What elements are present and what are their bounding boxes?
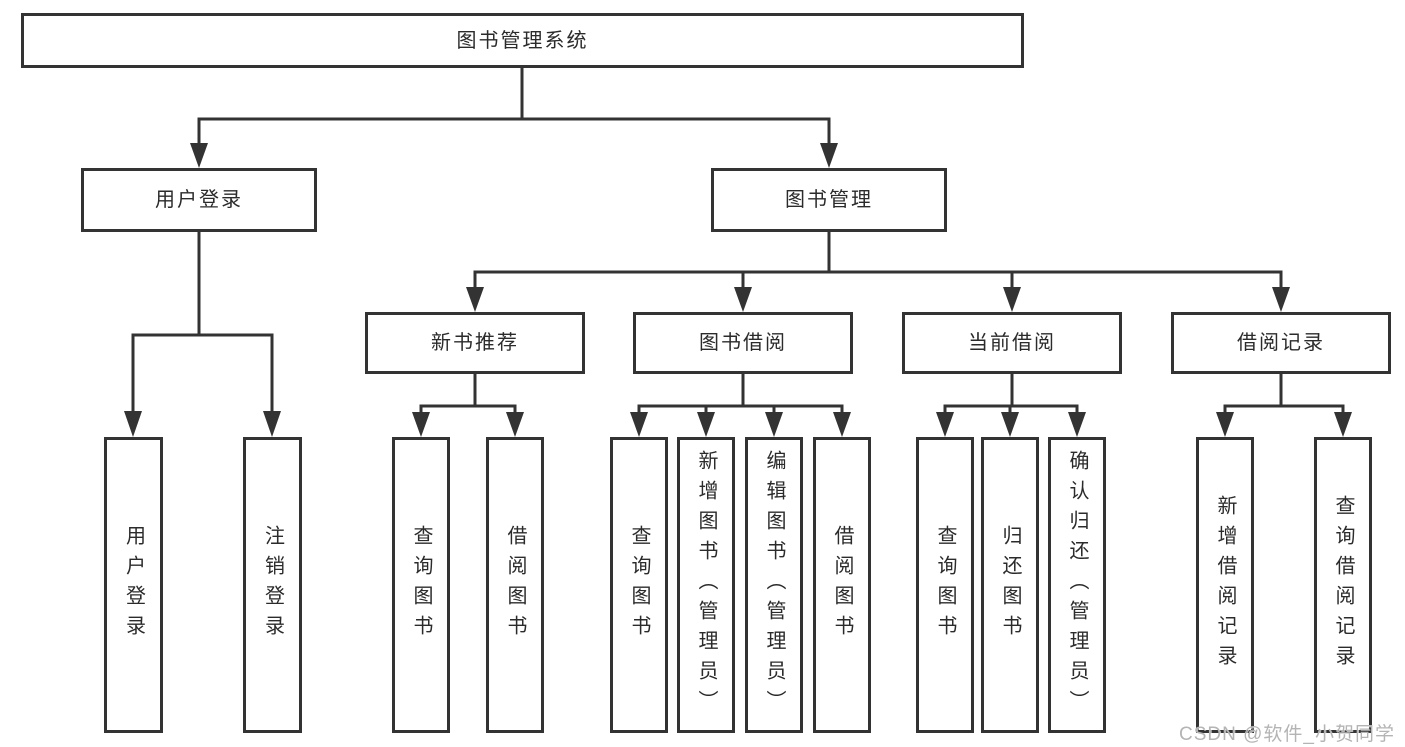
node-new-book-recommend-label: 新书推荐	[431, 332, 519, 354]
node-book-management: 图书管理	[711, 168, 947, 232]
leaf-logout-label: 注销登录	[261, 525, 284, 645]
leaf-add-book-admin: 新增图书（管理员）	[677, 437, 735, 733]
leaf-add-book-admin-label: 新增图书（管理员）	[695, 450, 717, 720]
leaf-add-borrow-record: 新增借阅记录	[1196, 437, 1254, 733]
node-current-borrowing-label: 当前借阅	[968, 332, 1056, 354]
leaf-borrow-books-borrowing-label: 借阅图书	[831, 525, 853, 645]
watermark: CSDN @软件_小贺同学	[1179, 724, 1395, 745]
node-root-label: 图书管理系统	[456, 29, 589, 52]
leaf-query-books-borrowing-label: 查询图书	[628, 525, 650, 645]
leaf-edit-book-admin: 编辑图书（管理员）	[745, 437, 803, 733]
leaf-confirm-return-admin-label: 确认归还（管理员）	[1066, 450, 1088, 720]
node-current-borrowing: 当前借阅	[902, 312, 1122, 374]
leaf-query-books-recommend-label: 查询图书	[410, 525, 432, 645]
node-borrow-records-label: 借阅记录	[1237, 332, 1325, 354]
node-book-borrowing-label: 图书借阅	[699, 332, 787, 354]
leaf-return-book-label: 归还图书	[999, 525, 1021, 645]
leaf-query-books-current-label: 查询图书	[934, 525, 956, 645]
leaf-query-books-current: 查询图书	[916, 437, 974, 733]
leaf-query-books-borrowing: 查询图书	[610, 437, 668, 733]
leaf-user-login-label: 用户登录	[122, 525, 145, 645]
node-user-login-label: 用户登录	[155, 189, 243, 211]
leaf-add-borrow-record-label: 新增借阅记录	[1214, 495, 1236, 675]
node-user-login: 用户登录	[81, 168, 317, 232]
leaf-edit-book-admin-label: 编辑图书（管理员）	[763, 450, 785, 720]
node-book-management-label: 图书管理	[785, 189, 873, 211]
leaf-logout: 注销登录	[243, 437, 302, 733]
leaf-confirm-return-admin: 确认归还（管理员）	[1048, 437, 1106, 733]
leaf-borrow-books-recommend: 借阅图书	[486, 437, 544, 733]
leaf-user-login: 用户登录	[104, 437, 163, 733]
node-root: 图书管理系统	[21, 13, 1024, 68]
node-book-borrowing: 图书借阅	[633, 312, 853, 374]
node-new-book-recommend: 新书推荐	[365, 312, 585, 374]
leaf-return-book: 归还图书	[981, 437, 1039, 733]
leaf-query-borrow-record-label: 查询借阅记录	[1332, 495, 1354, 675]
leaf-borrow-books-recommend-label: 借阅图书	[504, 525, 526, 645]
leaf-query-books-recommend: 查询图书	[392, 437, 450, 733]
leaf-borrow-books-borrowing: 借阅图书	[813, 437, 871, 733]
node-borrow-records: 借阅记录	[1171, 312, 1391, 374]
connector-paths	[131, 68, 1345, 420]
arrowheads	[124, 143, 1352, 437]
leaf-query-borrow-record: 查询借阅记录	[1314, 437, 1372, 733]
